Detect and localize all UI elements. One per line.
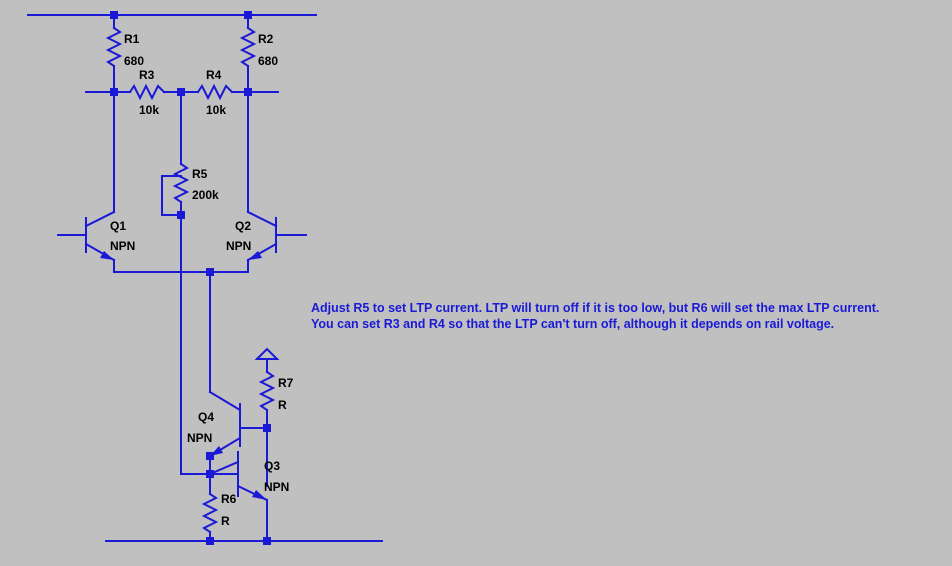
resistor-r5[interactable] xyxy=(161,91,190,475)
q2-ref: Q2 xyxy=(235,219,251,233)
r6-ref: R6 xyxy=(221,492,237,506)
resistor-r4[interactable] xyxy=(196,83,234,101)
r5-value: 200k xyxy=(192,188,219,202)
q3-ref: Q3 xyxy=(264,459,280,473)
r4-ref: R4 xyxy=(206,68,222,82)
r2-ref: R2 xyxy=(258,32,274,46)
transistor-q4[interactable] xyxy=(208,390,268,475)
r7-ref: R7 xyxy=(278,376,294,390)
resistor-r2[interactable] xyxy=(239,14,257,93)
r3-value: 10k xyxy=(139,103,159,117)
r4-value: 10k xyxy=(206,103,226,117)
q1-ref: Q1 xyxy=(110,219,126,233)
q1-type: NPN xyxy=(110,239,135,253)
r1-ref: R1 xyxy=(124,32,140,46)
junction-dots xyxy=(110,11,271,545)
transistor-q2[interactable] xyxy=(246,210,307,273)
r7-value: R xyxy=(278,398,287,412)
r3-ref: R3 xyxy=(139,68,155,82)
r5-ref: R5 xyxy=(192,167,208,181)
transistor-q1[interactable] xyxy=(57,210,116,273)
resistor-r6[interactable] xyxy=(201,473,219,542)
resistor-r3[interactable] xyxy=(128,83,166,101)
r6-value: R xyxy=(221,514,230,528)
q2-type: NPN xyxy=(226,239,251,253)
note-line-1: Adjust R5 to set LTP current. LTP will t… xyxy=(311,301,879,315)
note-line-2: You can set R3 and R4 so that the LTP ca… xyxy=(311,317,834,331)
r1-value: 680 xyxy=(124,54,144,68)
q3-type: NPN xyxy=(264,480,289,494)
q4-type: NPN xyxy=(187,431,212,445)
q4-ref: Q4 xyxy=(198,410,214,424)
supply-arrow-icon xyxy=(254,347,280,360)
r2-value: 680 xyxy=(258,54,278,68)
resistor-r1[interactable] xyxy=(105,14,123,93)
resistor-r7[interactable] xyxy=(258,358,276,487)
